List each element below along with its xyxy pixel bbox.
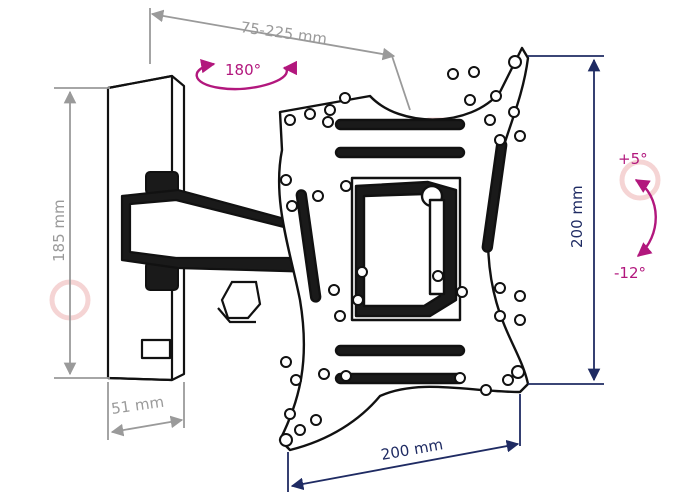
swing-depth-label: 75-225 mm [239,18,328,48]
pivot-knob [145,171,179,291]
navy-dimension-lines [287,55,604,492]
height-label: 185 mm [50,199,68,262]
tilt-up-label: +5° [618,150,648,168]
tilt-down-label: -12° [614,264,646,282]
swivel-label: 180° [225,61,261,79]
gray-dimension-lines [54,8,411,440]
vesa-holes [279,55,526,447]
tilt-hook [217,280,262,324]
tilt-arrow [634,178,657,257]
width-label: 51 mm [110,393,165,418]
vesa-vertical-label: 200 mm [568,185,586,248]
swivel-arrow [195,59,297,91]
vesa-plate [277,46,530,452]
